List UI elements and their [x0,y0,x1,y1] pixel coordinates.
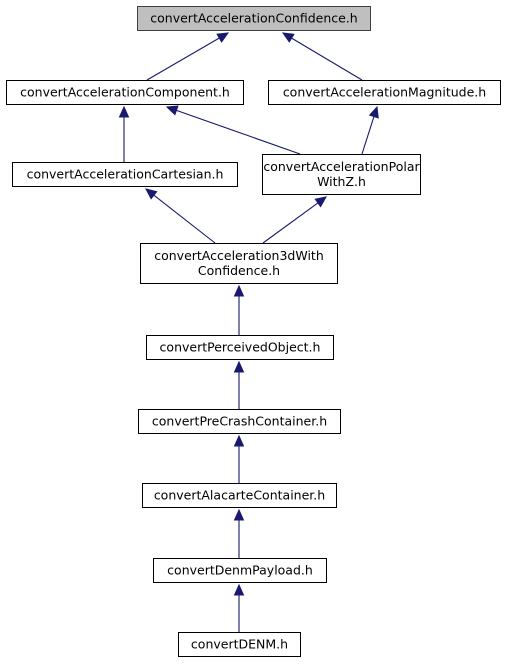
arrowhead-icon [216,32,230,43]
node-label: convertPreCrashContainer.h [152,414,327,429]
edge-line [146,37,220,81]
arrowhead-icon [233,508,245,521]
edge-line [153,194,216,244]
edge-denmpayload-to-alacarte [233,508,245,558]
node-label: convertAccelerationCartesian.h [27,167,224,182]
edge-acc3d-to-cartesian [145,188,216,244]
edge-acc3d-to-polar [262,196,327,244]
edge-denm-to-denmpayload [233,583,245,632]
node-box [12,162,238,187]
arrowhead-icon [145,188,158,200]
node-label: convertDENM.h [191,637,288,652]
node-box [262,154,421,195]
node-denmpayload[interactable]: convertDenmPayload.h [153,558,327,583]
node-label: WithZ.h [317,174,366,189]
node-alacarte[interactable]: convertAlacarteContainer.h [142,483,337,508]
edge-cartesian-to-component [118,105,130,162]
edges [118,32,379,632]
edge-component-to-root [146,32,230,81]
node-cartesian[interactable]: convertAccelerationCartesian.h [12,162,238,187]
node-component[interactable]: convertAccelerationComponent.h [6,80,244,105]
node-label: convertDenmPayload.h [167,563,313,578]
arrowhead-icon [368,105,379,119]
node-box [268,80,501,105]
arrowhead-icon [314,196,327,208]
node-box [142,483,337,508]
node-box [6,80,244,105]
node-magnitude[interactable]: convertAccelerationMagnitude.h [268,80,501,105]
edge-polar-to-magnitude [361,105,379,155]
edge-line [291,37,363,81]
arrowhead-icon [233,360,245,373]
node-label: convertAccelerationMagnitude.h [283,85,486,100]
edge-alacarte-to-precrash [233,434,245,483]
arrowhead-icon [118,105,130,118]
node-box [178,632,301,657]
arrowhead-icon [233,583,245,596]
node-box [146,335,334,360]
edge-line [262,202,319,244]
node-denm[interactable]: convertDENM.h [178,632,301,657]
node-box [153,558,327,583]
node-label: convertAcceleration3dWith [154,248,324,263]
node-precrash[interactable]: convertPreCrashContainer.h [138,409,341,434]
node-label: convertAccelerationPolar [263,159,420,174]
edge-polar-to-component [165,105,301,155]
node-root[interactable]: convertAccelerationConfidence.h [137,6,371,31]
node-box [138,409,341,434]
edge-magnitude-to-root [281,32,363,81]
node-label: convertAlacarteContainer.h [154,488,325,503]
edge-line [361,116,375,155]
node-label: convertPerceivedObject.h [160,340,321,355]
edge-precrash-to-perceived [233,360,245,409]
arrowhead-icon [233,434,245,447]
node-box [137,6,371,31]
arrowhead-icon [233,284,245,297]
node-label: Confidence.h [198,263,280,278]
edge-perceived-to-acc3d [233,284,245,335]
arrowhead-icon [281,32,295,43]
arrowhead-icon [165,105,179,116]
node-box [140,243,338,284]
edge-line [176,109,301,155]
nodes: convertAccelerationConfidence.h convertAc… [6,6,501,657]
node-perceived[interactable]: convertPerceivedObject.h [146,335,334,360]
node-label: convertAccelerationComponent.h [20,85,230,100]
node-label: convertAccelerationConfidence.h [150,11,357,26]
